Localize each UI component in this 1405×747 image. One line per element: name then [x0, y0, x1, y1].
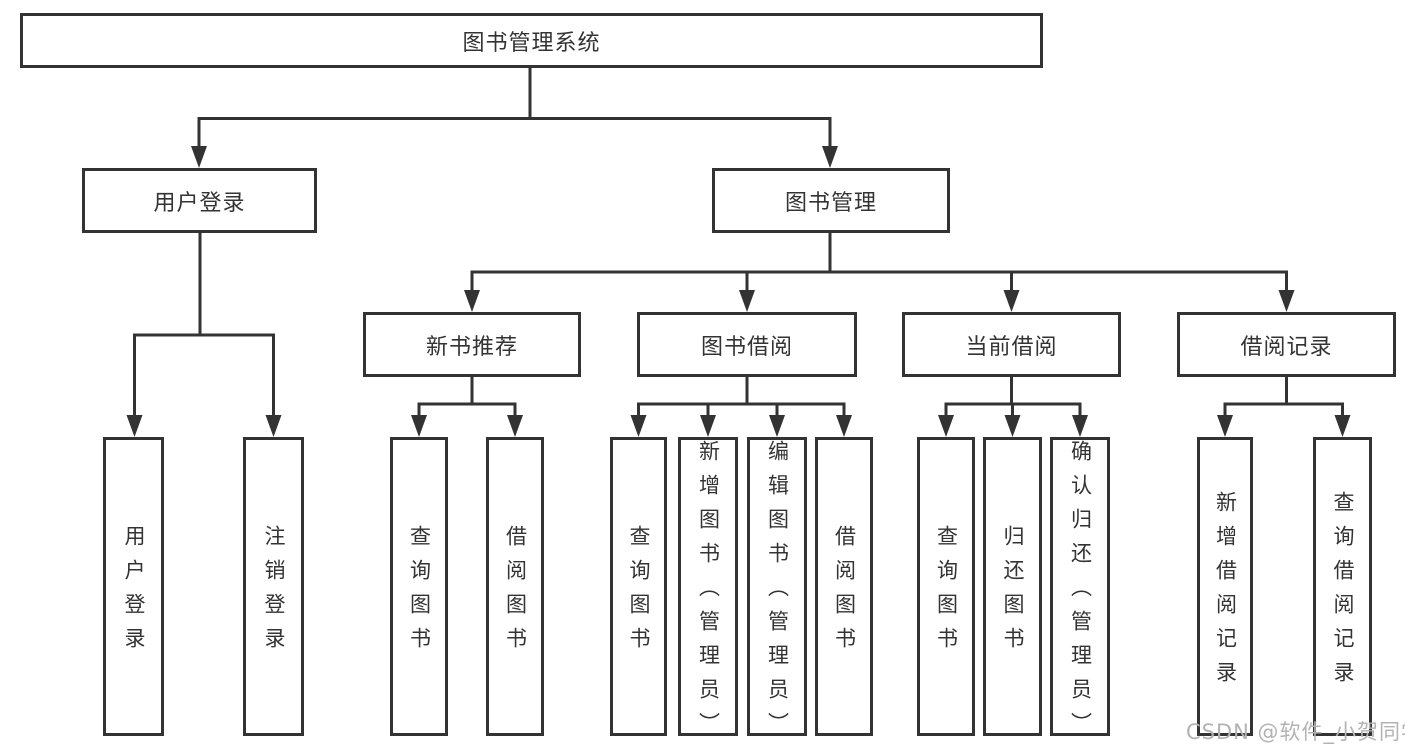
node-current-borrowing-label: 当前借阅: [965, 334, 1058, 360]
node-book-borrowing: 图书借阅: [637, 312, 857, 377]
leaf-recommend-query-books: 查询图书: [390, 437, 448, 736]
node-current-borrowing: 当前借阅: [902, 312, 1121, 377]
watermark: CSDN @软件_小贺同学: [1186, 720, 1405, 744]
leaf-add-borrow-record: 新增借阅记录: [1197, 437, 1253, 736]
leaf-recommend-borrow-books: 借阅图书: [486, 437, 544, 736]
leaf-query-borrow-record-label: 查询借阅记录: [1331, 491, 1355, 695]
node-new-book-recommend-label: 新书推荐: [425, 334, 518, 360]
node-root: 图书管理系统: [20, 13, 1043, 68]
leaf-add-borrow-record-label: 新增借阅记录: [1213, 491, 1238, 695]
leaf-borrowing-borrow-books-label: 借阅图书: [832, 525, 857, 661]
node-book-borrowing-label: 图书借阅: [700, 334, 793, 360]
node-root-label: 图书管理系统: [462, 30, 601, 56]
node-book-management-branch-label: 图书管理: [784, 190, 877, 216]
node-user-login-branch: 用户登录: [82, 168, 317, 233]
leaf-confirm-return-admin: 确认归还（管理员）: [1050, 437, 1110, 746]
leaf-user-login-label: 用户登录: [122, 525, 146, 661]
leaf-current-query-books-label: 查询图书: [934, 525, 959, 661]
node-user-login-branch-label: 用户登录: [153, 190, 246, 216]
leaf-confirm-return-admin-label: 确认归还（管理员）: [1068, 440, 1093, 746]
node-book-management-branch: 图书管理: [712, 168, 950, 233]
leaf-edit-books-admin-label: 编辑图书（管理员）: [765, 440, 790, 746]
leaf-recommend-borrow-books-label: 借阅图书: [503, 525, 528, 661]
leaf-user-login: 用户登录: [103, 437, 164, 736]
node-new-book-recommend: 新书推荐: [363, 312, 581, 377]
leaf-logout-label: 注销登录: [262, 525, 286, 661]
leaf-return-books: 归还图书: [983, 437, 1042, 736]
leaf-current-query-books: 查询图书: [917, 437, 975, 736]
leaf-add-books-admin: 新增图书（管理员）: [678, 437, 738, 746]
leaf-add-books-admin-label: 新增图书（管理员）: [696, 440, 721, 746]
leaf-return-books-label: 归还图书: [1001, 525, 1025, 661]
leaf-borrowing-query-books: 查询图书: [610, 437, 667, 736]
leaf-edit-books-admin: 编辑图书（管理员）: [747, 437, 807, 746]
leaf-borrowing-query-books-label: 查询图书: [627, 525, 651, 661]
leaf-logout: 注销登录: [243, 437, 304, 736]
leaf-query-borrow-record: 查询借阅记录: [1313, 437, 1372, 736]
leaf-recommend-query-books-label: 查询图书: [407, 525, 432, 661]
node-borrowing-records: 借阅记录: [1177, 312, 1396, 377]
node-borrowing-records-label: 借阅记录: [1240, 334, 1333, 360]
leaf-borrowing-borrow-books: 借阅图书: [815, 437, 873, 736]
